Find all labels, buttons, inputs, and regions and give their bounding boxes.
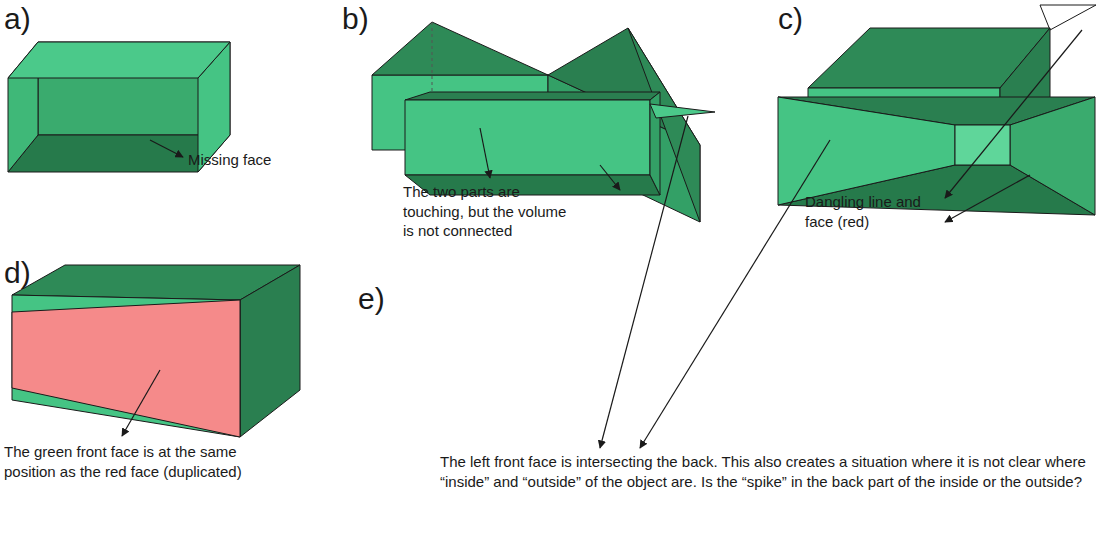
- callout-note: Missing face: [188, 150, 318, 170]
- panel-letter: c): [778, 4, 803, 34]
- callout-note: The green front face is at the same posi…: [4, 442, 276, 481]
- duplicated-face-box: [12, 265, 300, 437]
- leader-arrows: [122, 30, 1082, 448]
- panel-letter: b): [342, 4, 369, 34]
- intersecting-box: [405, 92, 715, 195]
- callout-note: The two parts are touching, but the volu…: [403, 182, 581, 241]
- panel-letter: d): [4, 258, 31, 288]
- panel-letter: a): [4, 4, 31, 34]
- panel-letter: e): [358, 284, 385, 314]
- callout-note: Dangling line and face (red): [805, 192, 940, 231]
- callout-note: The left front face is intersecting the …: [440, 452, 1090, 491]
